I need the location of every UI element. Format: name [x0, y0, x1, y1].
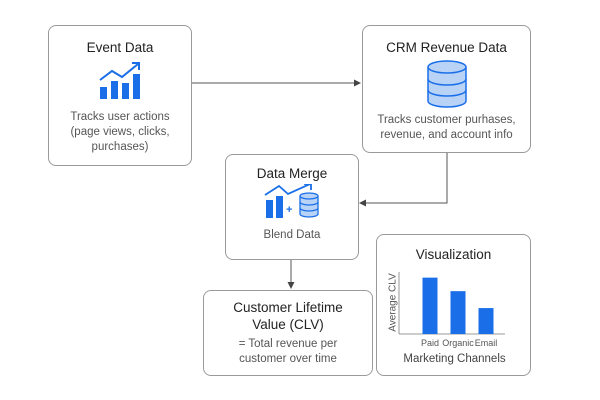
node-desc-line: revenue, and account info	[380, 129, 513, 141]
bar-email	[478, 308, 494, 334]
x-axis-label: Marketing Channels	[403, 353, 506, 365]
data-merge-node: Data Merge + Blend Data	[225, 154, 359, 260]
node-title-line: Customer Lifetime	[233, 300, 343, 315]
node-title: Data Merge	[256, 166, 328, 181]
database-icon	[426, 60, 467, 108]
node-desc-line: (page views, clicks,	[70, 126, 170, 138]
node-title-line: Value (CLV)	[252, 317, 324, 332]
arrow-crm-to-merge	[359, 152, 448, 207]
clv-node: Customer Lifetime Value (CLV) = Total re…	[203, 290, 373, 376]
x-tick-label: Organic	[442, 338, 474, 348]
node-desc-line: Tracks user actions	[70, 111, 170, 123]
node-title: Visualization	[415, 247, 492, 262]
x-tick-label: Email	[475, 338, 498, 348]
merge-icon: +	[264, 183, 319, 218]
node-desc-line: = Total revenue per	[238, 338, 338, 350]
bar-organic	[450, 291, 466, 334]
growth-chart-icon	[99, 62, 140, 99]
node-desc-line: Tracks customer purhases,	[377, 114, 516, 126]
bar-paid	[422, 277, 438, 334]
node-title: Event Data	[86, 40, 154, 55]
node-desc: Blend Data	[263, 229, 321, 241]
node-desc-line: purchases)	[91, 141, 149, 153]
plus-sign: +	[286, 204, 292, 216]
node-title: CRM Revenue Data	[386, 40, 507, 55]
x-tick-label: Paid	[421, 338, 439, 348]
event-data-node: Event Data Tracks user actions (page vie…	[48, 25, 192, 166]
crm-revenue-node: CRM Revenue Data Tracks customer purhase…	[362, 25, 531, 153]
node-desc-line: customer over time	[239, 353, 337, 365]
